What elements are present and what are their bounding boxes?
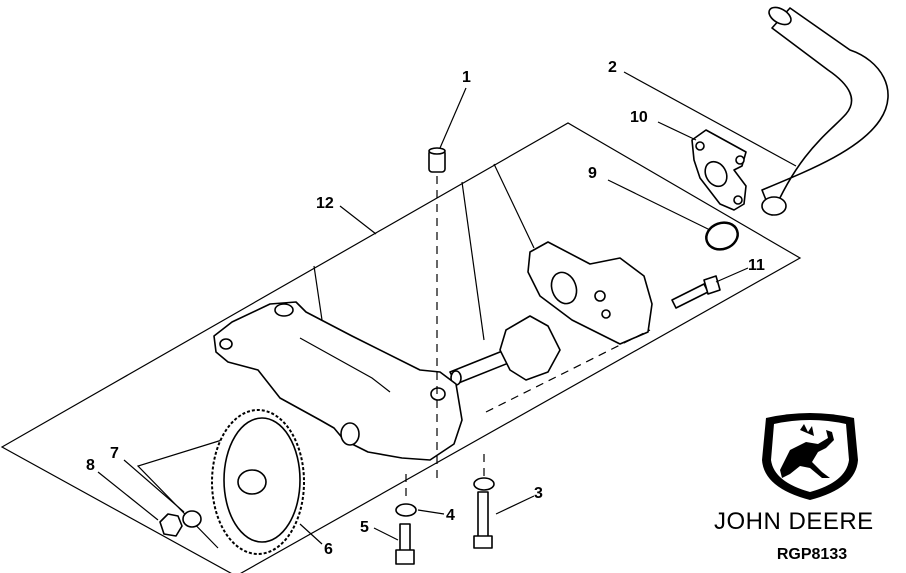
washer-4b <box>473 477 495 491</box>
callout-10: 10 <box>630 109 648 126</box>
callout-3: 3 <box>534 485 543 502</box>
cap-screw-short <box>395 523 415 565</box>
o-ring <box>705 221 739 251</box>
callout-4: 4 <box>446 507 455 524</box>
alignment-lines <box>405 176 651 500</box>
callout-7: 7 <box>110 445 119 462</box>
callout-8: 8 <box>86 457 95 474</box>
callout-2: 2 <box>608 59 617 76</box>
assembly-outline <box>0 122 802 573</box>
hose-pipe <box>761 6 889 216</box>
callout-9: 9 <box>588 165 597 182</box>
pump-cover <box>527 241 653 345</box>
callout-11: 11 <box>748 257 765 274</box>
brand-name: JOHN DEERE <box>714 508 874 535</box>
callout-6: 6 <box>324 541 333 558</box>
callout-12: 12 <box>316 195 334 212</box>
washer-4a <box>395 503 417 517</box>
callout-1: 1 <box>462 69 471 86</box>
impeller-shaft <box>449 315 561 386</box>
pump-body <box>213 301 463 461</box>
hex-nut <box>159 513 183 537</box>
callout-5: 5 <box>360 519 369 536</box>
drive-gear <box>211 409 305 555</box>
gear-group-outline <box>136 439 223 549</box>
john-deere-deer-logo-icon <box>762 413 858 500</box>
washer-small <box>182 510 202 528</box>
screw <box>671 275 721 309</box>
drawing-code: RGP8133 <box>776 546 848 563</box>
gasket <box>691 129 747 211</box>
bushing <box>428 147 446 173</box>
leader-lines <box>97 71 797 545</box>
cap-screw-long <box>473 491 493 549</box>
